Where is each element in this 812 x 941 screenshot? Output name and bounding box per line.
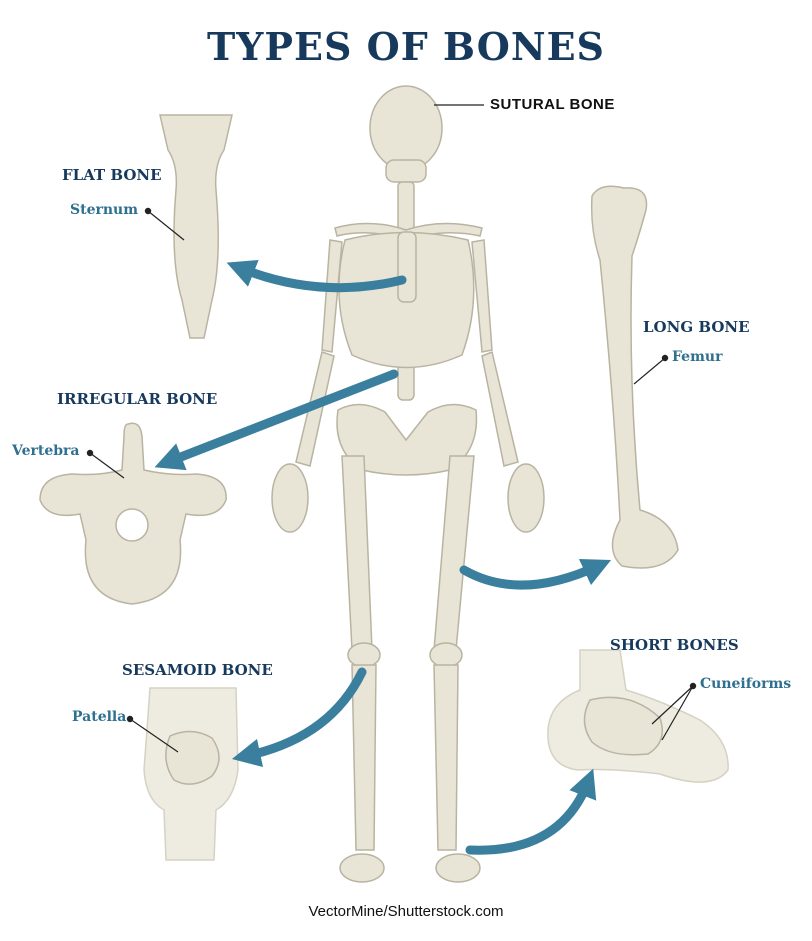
long-bone-heading: LONG BONE [643, 318, 750, 336]
left-knee [348, 643, 380, 667]
skeleton [272, 86, 544, 882]
jaw [386, 160, 426, 182]
right-foot [436, 854, 480, 882]
patella-illustration [166, 731, 219, 784]
vertebra-leader-dot [87, 450, 92, 455]
skull [370, 86, 442, 170]
femur-leader [634, 358, 665, 384]
image-credit: VectorMine/Shutterstock.com [0, 903, 812, 920]
right-forearm [482, 352, 518, 466]
patella-label: Patella [72, 709, 126, 725]
sutural-bone-label: SUTURAL BONE [490, 96, 615, 113]
right-humerus [472, 240, 492, 352]
right-hand [508, 464, 544, 532]
diagram-title: TYPES OF BONES [0, 24, 812, 69]
flat-bone-heading: FLAT BONE [62, 166, 162, 184]
vertebra-label: Vertebra [12, 443, 79, 459]
cervical-spine [398, 182, 414, 230]
arrow-to-foot [470, 782, 588, 850]
right-femur [434, 456, 474, 650]
femur-leader-dot [662, 355, 667, 360]
sternum-illustration [160, 115, 232, 338]
right-shin [434, 665, 458, 850]
irregular-bone-heading: IRREGULAR BONE [57, 390, 217, 408]
left-femur [342, 456, 372, 650]
sternum-in-skeleton [398, 232, 416, 302]
vertebral-foramen [116, 509, 148, 541]
cuneiforms-label: Cuneiforms [700, 676, 791, 692]
left-foot [340, 854, 384, 882]
sternum-label: Sternum [70, 202, 138, 218]
left-hand [272, 464, 308, 532]
short-bones-heading: SHORT BONES [610, 636, 739, 654]
femur-illustration [592, 186, 678, 568]
femur-label: Femur [672, 349, 722, 365]
arrow-to-femur [464, 566, 598, 585]
left-shin [352, 665, 376, 850]
sesamoid-bone-heading: SESAMOID BONE [122, 661, 273, 679]
arrow-to-patella [246, 672, 362, 756]
right-knee [430, 643, 462, 667]
patella-leader-dot [127, 716, 132, 721]
sternum-leader-dot [145, 208, 150, 213]
cuneiforms-leader-dot [690, 683, 695, 688]
